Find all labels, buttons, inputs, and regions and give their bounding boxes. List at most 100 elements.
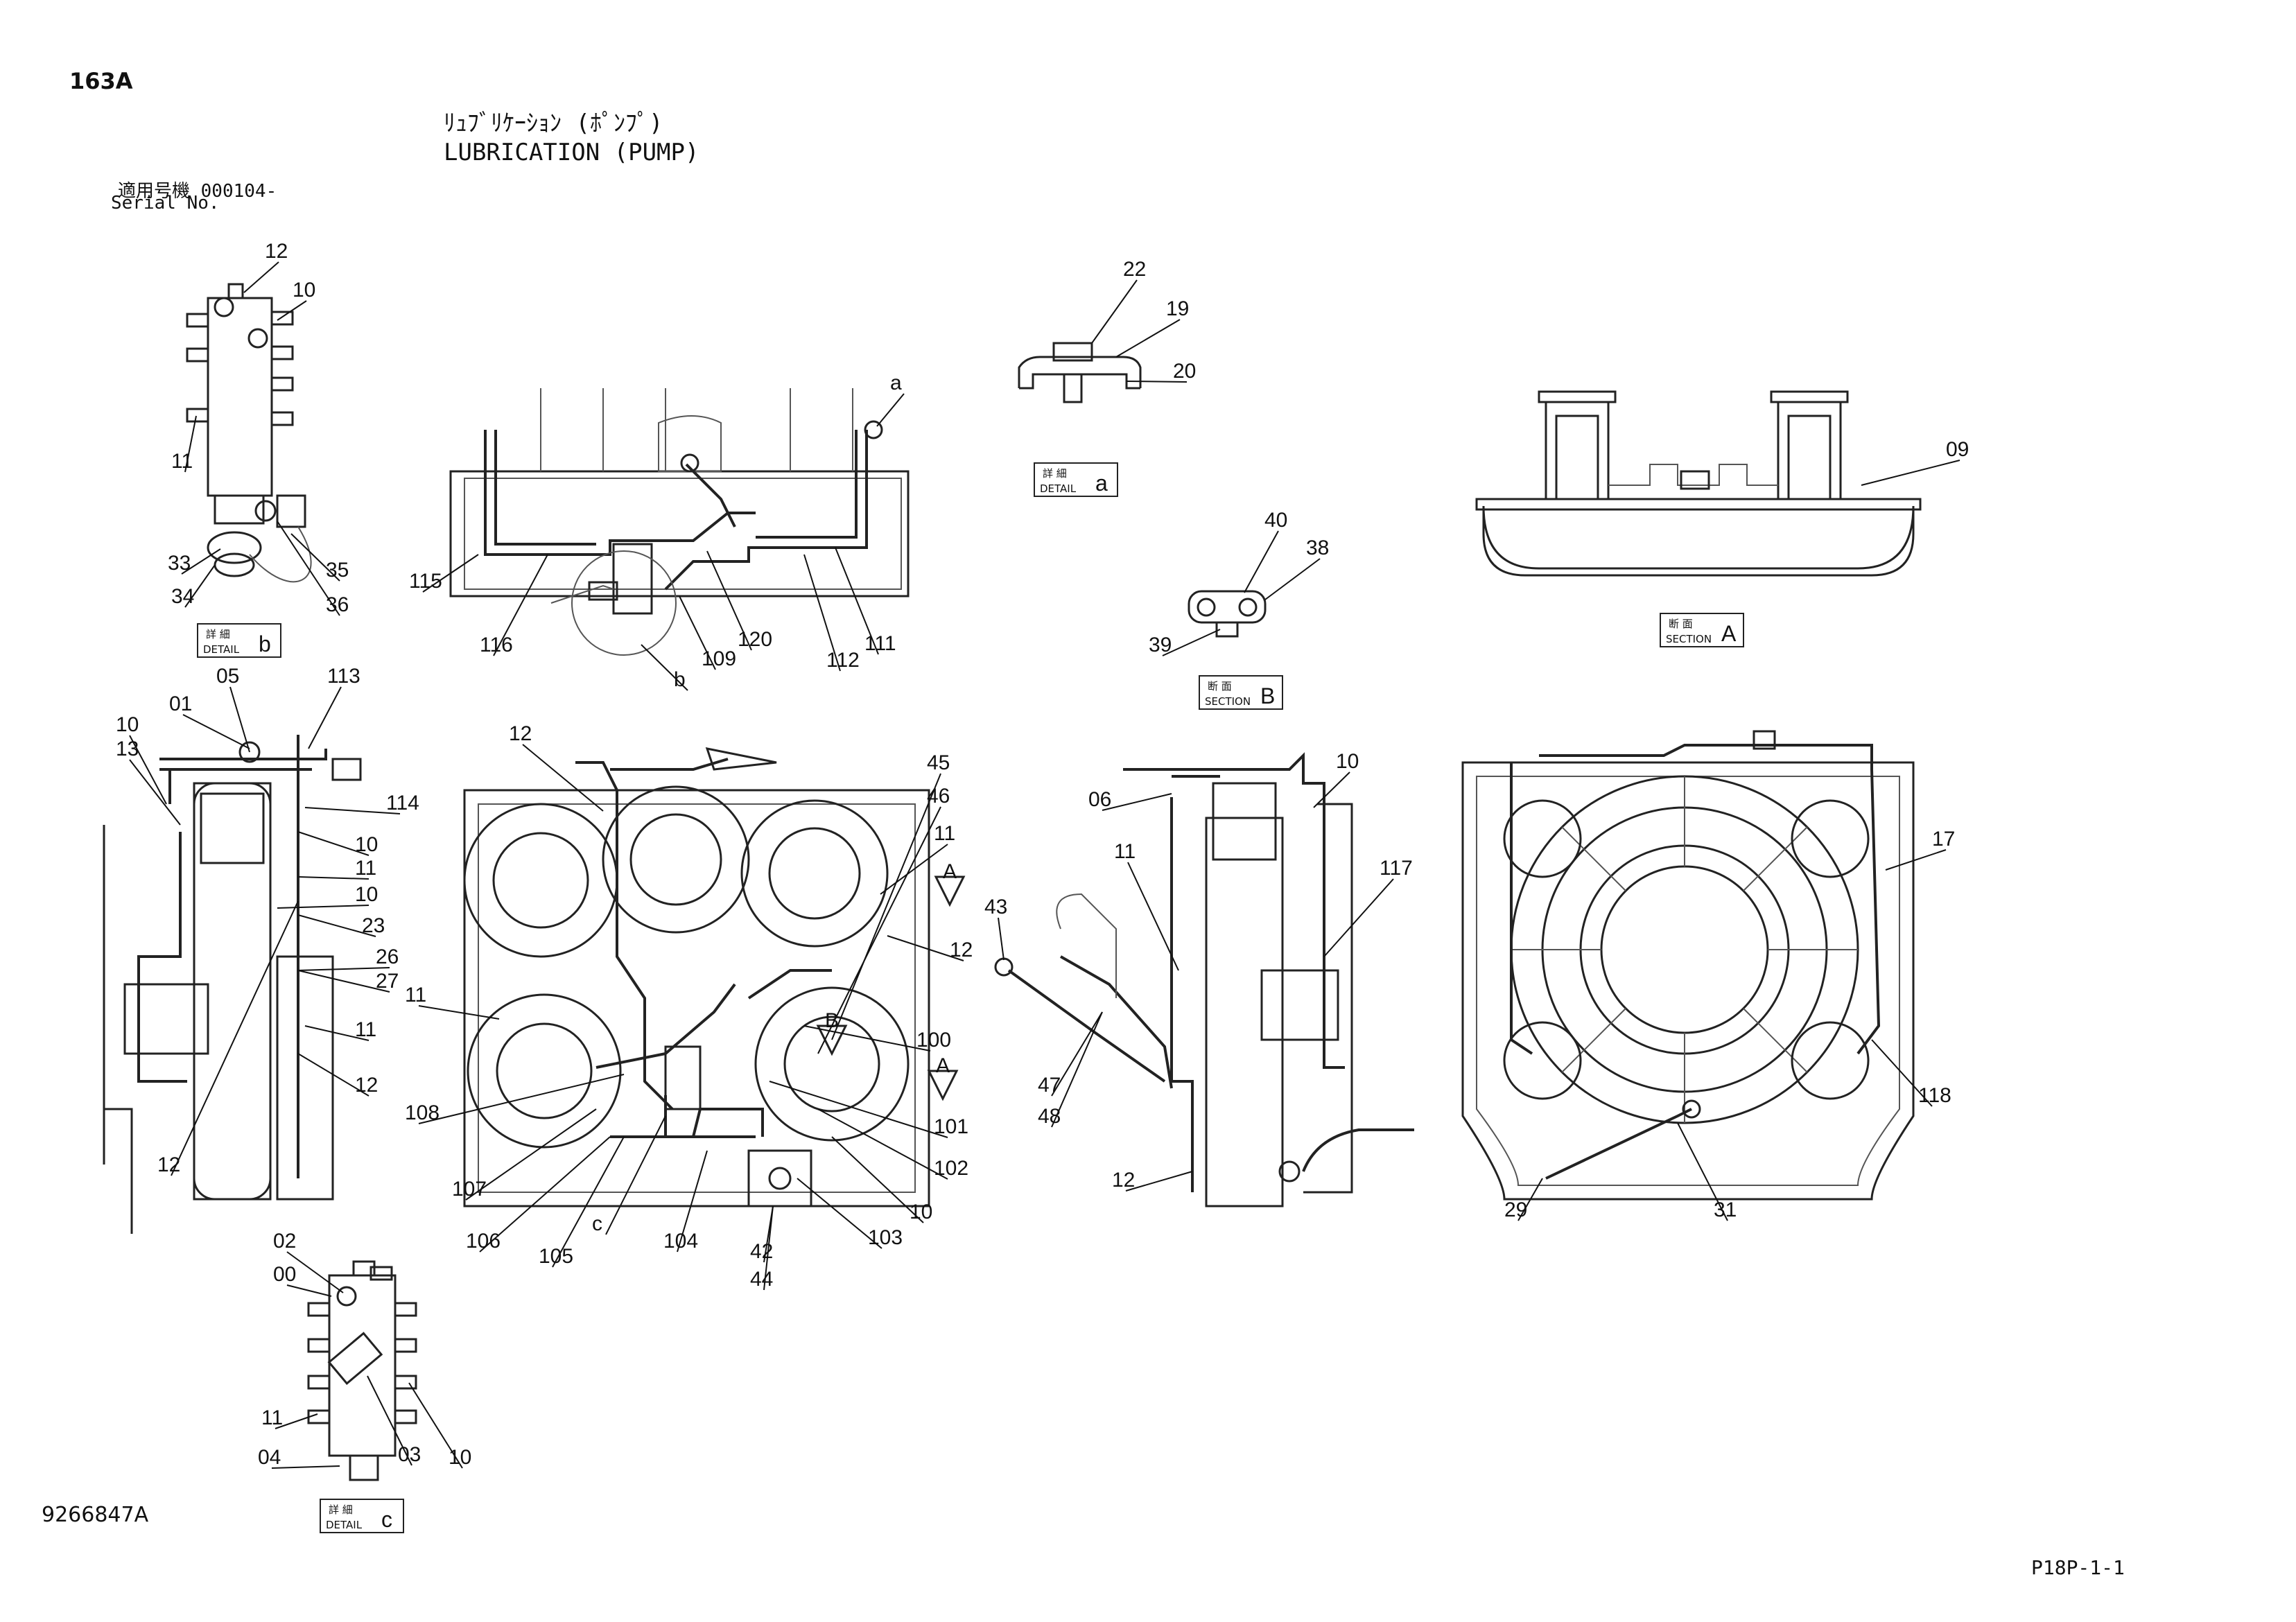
- callout-22: 22: [1123, 258, 1146, 281]
- leader-line: [304, 807, 401, 814]
- title-english: LUBRICATION (PUMP): [444, 139, 699, 166]
- tag-jp: 断 面: [1208, 680, 1232, 692]
- leader-line: [1313, 771, 1350, 808]
- leader-line: [679, 595, 716, 670]
- leader-line: [493, 554, 548, 656]
- leader-line: [408, 1382, 463, 1469]
- leader-line: [817, 806, 941, 1054]
- callout-27: 27: [376, 970, 399, 993]
- center-view: [463, 747, 930, 1207]
- leader-line: [1517, 1178, 1543, 1221]
- callout-107: 107: [452, 1178, 487, 1201]
- leader-line: [677, 1150, 708, 1253]
- tag-letter: b: [259, 631, 271, 656]
- leader-line: [998, 917, 1004, 961]
- tag-en: SECTION: [1205, 695, 1251, 708]
- top-view: [449, 388, 910, 656]
- leader-line: [1127, 862, 1179, 971]
- callout-12: 12: [1112, 1169, 1135, 1192]
- leader-line: [277, 300, 307, 321]
- callout-46: 46: [927, 785, 950, 808]
- callout-10: 10: [1336, 750, 1359, 773]
- callout-12: 12: [509, 722, 532, 745]
- leader-line: [1051, 1011, 1103, 1128]
- leader-line: [286, 1284, 332, 1297]
- detail-b-view: [186, 283, 312, 583]
- leader-line: [817, 1108, 948, 1180]
- callout-112: 112: [826, 649, 860, 672]
- callout-05: 05: [216, 665, 239, 688]
- svg-text:A: A: [943, 860, 957, 883]
- leader-line: [880, 844, 948, 895]
- leader-line: [304, 1025, 369, 1041]
- callout-13: 13: [116, 738, 139, 760]
- callout-12: 12: [157, 1153, 180, 1176]
- leader-line: [1264, 558, 1321, 600]
- leader-line: [367, 1375, 412, 1466]
- leader-line: [297, 1053, 369, 1097]
- pump-body: [207, 297, 273, 497]
- callout-33: 33: [168, 552, 191, 575]
- leader-line: [275, 1413, 318, 1429]
- detail-a-view: [1018, 342, 1142, 403]
- tag-en: DETAIL: [1040, 482, 1077, 495]
- tag-jp: 詳 細: [206, 628, 230, 640]
- callout-10: 10: [449, 1446, 471, 1469]
- callout-117: 117: [1380, 857, 1413, 880]
- leader-line: [308, 686, 342, 749]
- callout-118: 118: [1918, 1084, 1951, 1107]
- section-a-view: [1475, 390, 1922, 577]
- callout-10: 10: [355, 883, 378, 906]
- leader-line: [831, 1136, 924, 1223]
- leader-line: [297, 876, 369, 880]
- leader-line: [1861, 460, 1960, 486]
- section-arrow-A: A: [934, 860, 966, 907]
- callout-108: 108: [405, 1101, 440, 1124]
- callout-114: 114: [386, 792, 419, 814]
- leader-line: [763, 1205, 774, 1291]
- callout-44: 44: [750, 1268, 773, 1291]
- leader-line: [290, 533, 340, 582]
- callout-35: 35: [326, 559, 349, 582]
- left-side-view: [103, 735, 362, 1234]
- leader-line: [184, 564, 216, 608]
- leader-line: [605, 1115, 666, 1235]
- svg-text:B: B: [825, 1009, 839, 1032]
- leader-line: [418, 1074, 625, 1124]
- leader-line: [803, 1025, 931, 1052]
- callout-11: 11: [171, 450, 193, 473]
- callout-12: 12: [950, 939, 973, 961]
- callout-01: 01: [169, 692, 192, 715]
- leader-line: [1244, 530, 1279, 593]
- callout-115: 115: [409, 570, 442, 593]
- callout-34: 34: [171, 585, 194, 608]
- document-number: 9266847A: [42, 1503, 149, 1527]
- callout-40: 40: [1264, 509, 1287, 532]
- sheet-reference: P18P-1-1: [2031, 1556, 2125, 1579]
- callout-03: 03: [398, 1443, 421, 1466]
- leader-line: [418, 1005, 500, 1020]
- callout-43: 43: [984, 896, 1007, 918]
- callout-19: 19: [1166, 297, 1189, 320]
- callout-111: 111: [864, 632, 896, 655]
- callout-b: b: [674, 668, 686, 691]
- callout-104: 104: [663, 1230, 698, 1253]
- callout-12: 12: [265, 240, 288, 263]
- callout-11: 11: [405, 984, 426, 1006]
- leader-line: [1677, 1122, 1728, 1221]
- leader-line: [831, 773, 941, 1040]
- leader-line: [1162, 629, 1221, 656]
- rear-view: [1461, 730, 1915, 1201]
- callout-113: 113: [327, 665, 360, 688]
- callout-a: a: [890, 372, 902, 394]
- leader-line: [1323, 878, 1394, 957]
- title-japanese: ﾘｭﾌﾞﾘｹｰｼｮﾝ (ﾎﾟﾝﾌﾟ): [444, 110, 663, 137]
- callout-04: 04: [258, 1446, 281, 1469]
- leader-line: [522, 744, 604, 812]
- callout-11: 11: [1114, 840, 1136, 863]
- leader-line: [835, 547, 879, 655]
